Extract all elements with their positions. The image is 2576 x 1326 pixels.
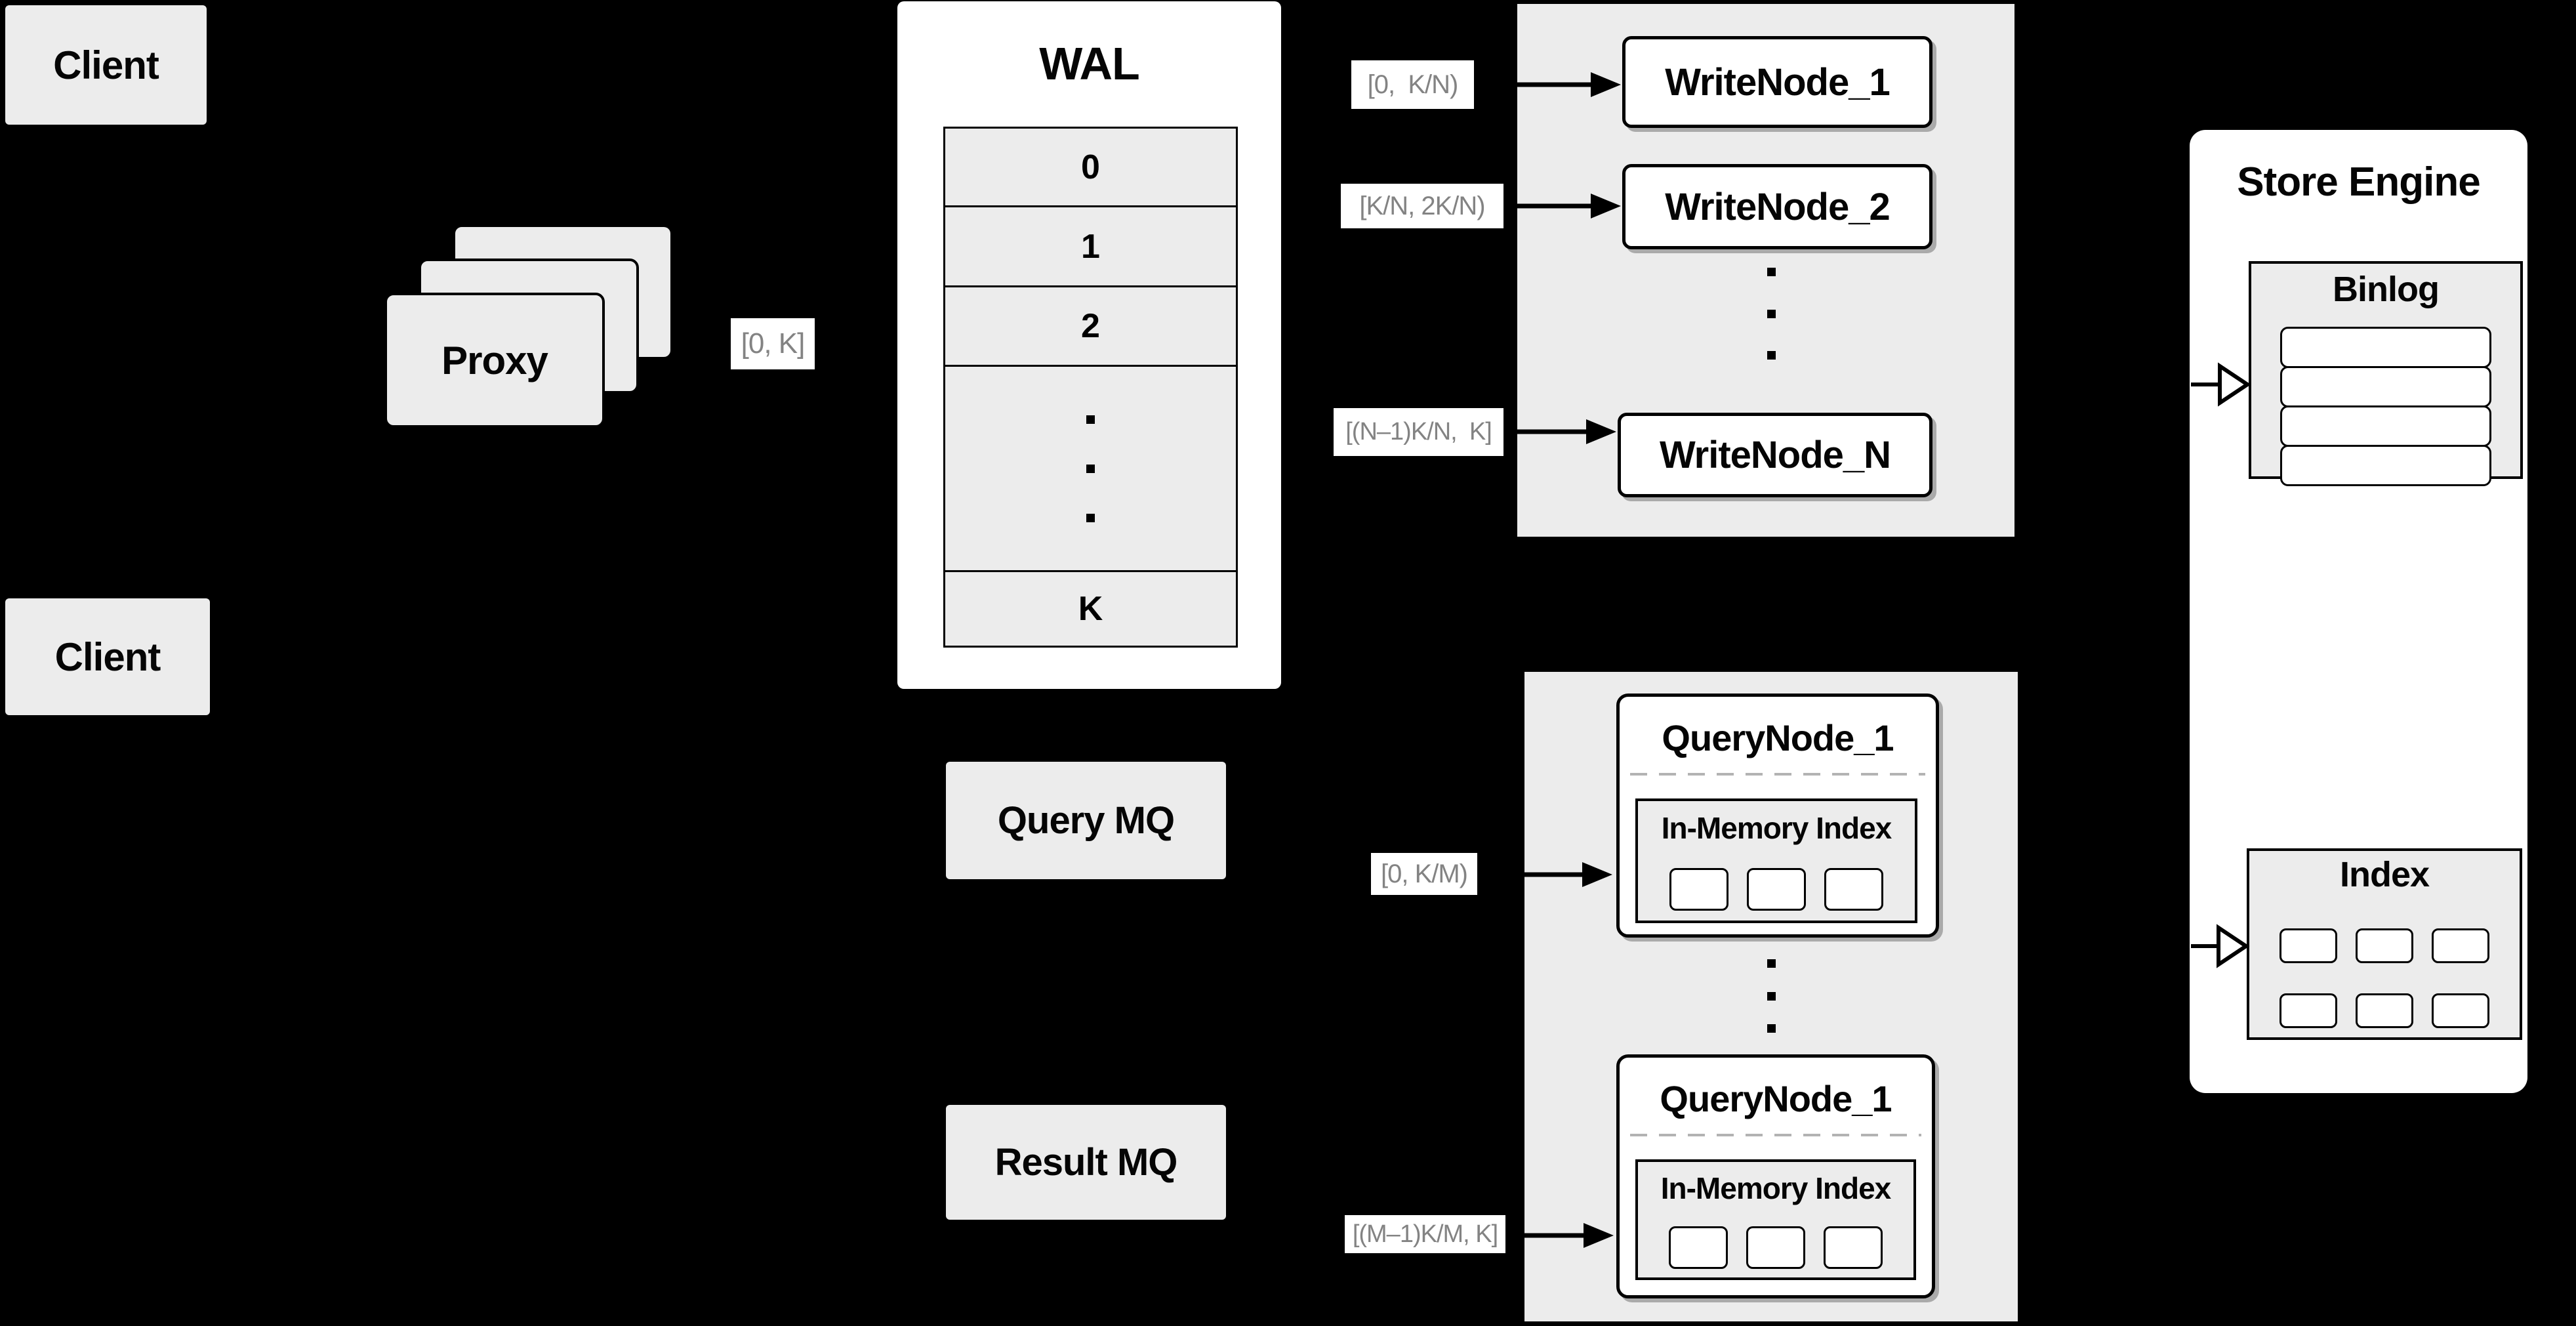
index-title: Index xyxy=(2339,855,2430,894)
index-box: Index xyxy=(2247,848,2522,1040)
client-bottom-label: Client xyxy=(54,634,161,679)
solid-arrow-icon xyxy=(1474,72,1621,97)
binlog-row xyxy=(2280,445,2491,486)
segment-row xyxy=(1638,868,1915,911)
ellipsis-dot-icon xyxy=(1086,464,1095,473)
ellipsis-dot-icon xyxy=(1767,959,1776,968)
query-node-1-title: QueryNode_1 xyxy=(1662,716,1894,758)
write-node-1: WriteNode_1 xyxy=(1622,36,1932,128)
store-engine-panel: Store Engine Binlog Index xyxy=(2190,130,2527,1093)
binlog-title: Binlog xyxy=(2333,270,2440,309)
client-top-node: Client xyxy=(5,5,207,125)
segment-cell xyxy=(1824,1226,1883,1269)
solid-arrow-icon xyxy=(1503,194,1621,218)
query-node-2-title: QueryNode_1 xyxy=(1660,1077,1892,1119)
ellipsis-dot-icon xyxy=(1767,309,1776,318)
query-node-1: QueryNode_1 In-Memory Index xyxy=(1616,694,1939,938)
solid-arrow-icon xyxy=(1503,419,1616,444)
index-grid xyxy=(2280,928,2489,1028)
binlog-rows xyxy=(2280,327,2491,486)
in-memory-index-title: In-Memory Index xyxy=(1660,1171,1892,1205)
index-cell xyxy=(2432,928,2489,963)
query-nodes-ellipsis xyxy=(1762,959,1780,1033)
query-mq-node: Query MQ xyxy=(946,762,1226,879)
range-label-write-2: [K/N, 2K/N) xyxy=(1341,184,1503,228)
wal-panel: WAL 0 1 2 K xyxy=(897,1,1281,689)
index-cell xyxy=(2356,928,2413,963)
ellipsis-dot-icon xyxy=(1767,1024,1776,1033)
range-label-write-n: [(N–1)K/N, K] xyxy=(1334,408,1503,456)
in-memory-index-title: In-Memory Index xyxy=(1661,811,1892,845)
wal-row-0: 0 xyxy=(1081,148,1100,186)
client-bottom-node: Client xyxy=(5,598,210,715)
hollow-arrow-icon xyxy=(2191,924,2250,968)
store-engine-title: Store Engine xyxy=(2237,159,2480,205)
segment-cell xyxy=(1669,868,1728,911)
hollow-arrow-icon xyxy=(2191,362,2251,407)
segment-row xyxy=(1638,1226,1913,1269)
ellipsis-dot-icon xyxy=(1086,415,1095,424)
write-node-2-label: WriteNode_2 xyxy=(1665,185,1890,228)
segment-cell xyxy=(1824,868,1883,911)
in-memory-index-box-1: In-Memory Index xyxy=(1635,798,1917,923)
client-top-label: Client xyxy=(53,43,159,87)
range-label-proxy-to-wal: [0, K] xyxy=(731,318,815,369)
ellipsis-dot-icon xyxy=(1767,268,1776,276)
segment-cell xyxy=(1746,1226,1805,1269)
write-node-n-label: WriteNode_N xyxy=(1659,434,1891,476)
in-memory-index-box-2: In-Memory Index xyxy=(1635,1159,1916,1280)
write-node-n: WriteNode_N xyxy=(1618,413,1932,497)
result-mq-label: Result MQ xyxy=(994,1141,1178,1184)
query-mq-label: Query MQ xyxy=(997,799,1175,842)
solid-arrow-icon xyxy=(1477,862,1612,887)
result-mq-node: Result MQ xyxy=(946,1105,1226,1220)
wal-table: 0 1 2 K xyxy=(943,127,1238,648)
wal-row-ellipsis xyxy=(945,365,1236,570)
dashed-divider xyxy=(1630,773,1925,776)
segment-cell xyxy=(1669,1226,1728,1269)
write-node-2: WriteNode_2 xyxy=(1622,164,1932,249)
dashed-divider xyxy=(1630,1134,1921,1136)
write-node-1-label: WriteNode_1 xyxy=(1665,60,1890,104)
binlog-row xyxy=(2280,327,2491,368)
wal-title: WAL xyxy=(1039,38,1140,89)
ellipsis-dot-icon xyxy=(1767,351,1776,360)
index-cell xyxy=(2280,993,2337,1028)
write-nodes-ellipsis xyxy=(1762,268,1780,360)
index-cell xyxy=(2356,993,2413,1028)
segment-cell xyxy=(1747,868,1806,911)
query-node-2: QueryNode_1 In-Memory Index xyxy=(1616,1054,1935,1298)
wal-row-1: 1 xyxy=(945,205,1236,285)
ellipsis-dot-icon xyxy=(1767,991,1776,1001)
range-label-write-1: [0, K/N) xyxy=(1351,60,1474,109)
index-cell xyxy=(2432,993,2489,1028)
solid-arrow-icon xyxy=(1505,1223,1614,1248)
binlog-box: Binlog xyxy=(2249,261,2523,486)
ellipsis-dot-icon xyxy=(1086,513,1095,522)
proxy-label: Proxy xyxy=(441,338,548,383)
range-label-query-1: [0, K/M) xyxy=(1371,853,1477,895)
wal-row-2: 2 xyxy=(945,285,1236,365)
wal-row-k: K xyxy=(945,570,1236,646)
proxy-node: Proxy xyxy=(384,293,605,428)
index-cell xyxy=(2280,928,2337,963)
range-label-query-m: [(M–1)K/M, K] xyxy=(1345,1215,1505,1253)
